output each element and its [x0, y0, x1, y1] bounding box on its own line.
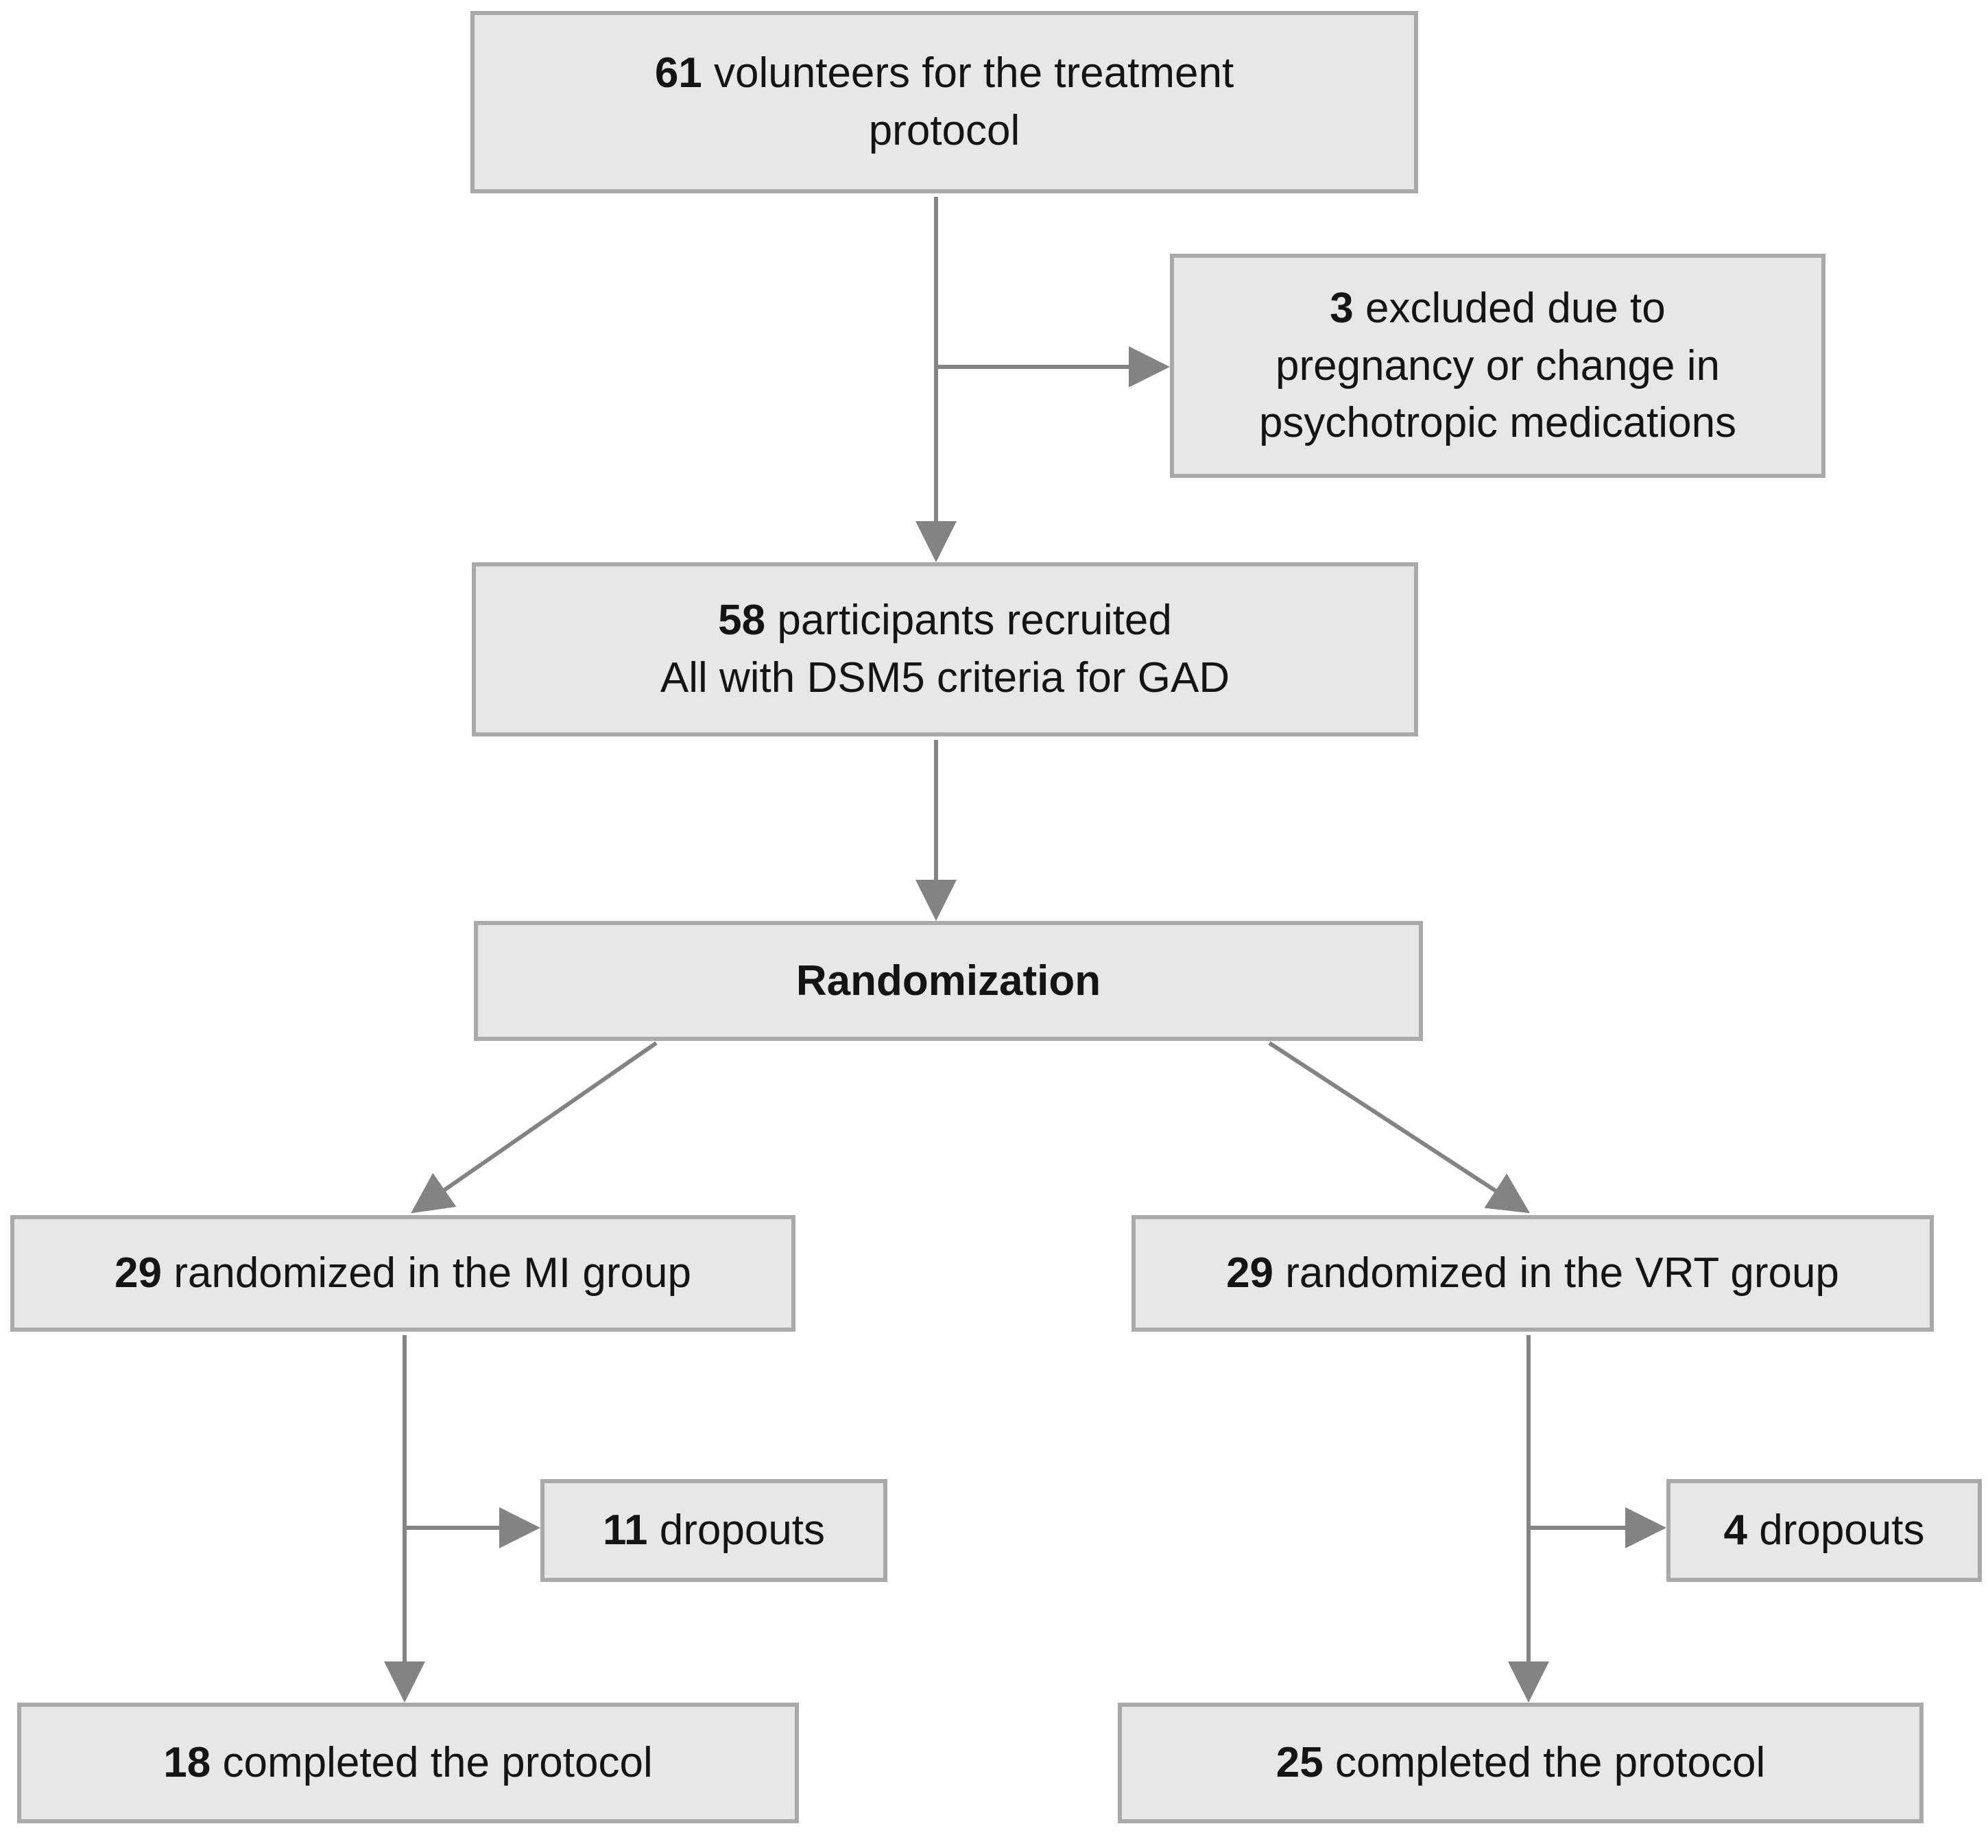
box-excluded: 3 excluded due to pregnancy or change in…: [1170, 254, 1825, 478]
box-recruited: 58 participants recruited All with DSM5 …: [472, 562, 1418, 736]
mi-completed-count: 18: [163, 1739, 211, 1787]
mi-group-count: 29: [115, 1249, 162, 1297]
box-volunteers-line2: protocol: [868, 107, 1020, 154]
box-randomization: Randomization: [474, 921, 1423, 1041]
volunteers-count: 61: [654, 49, 702, 97]
box-vrt-dropouts: 4 dropouts: [1666, 1479, 1982, 1582]
vrt-completed-count: 25: [1276, 1739, 1324, 1787]
randomization-label: Randomization: [795, 957, 1101, 1005]
arrow-randomization-to-mi: [411, 1041, 658, 1214]
volunteers-text: volunteers for the treatment: [702, 49, 1234, 97]
mi-completed-text: completed the protocol: [211, 1739, 653, 1787]
vrt-group-text: randomized in the VRT group: [1273, 1249, 1839, 1297]
mi-group-line: 29 randomized in the MI group: [115, 1245, 691, 1302]
vrt-completed-line: 25 completed the protocol: [1276, 1734, 1765, 1792]
box-mi-dropouts: 11 dropouts: [540, 1479, 887, 1582]
box-vrt-group: 29 randomized in the VRT group: [1131, 1215, 1934, 1332]
arrow-randomization-to-vrt: [1268, 1041, 1531, 1214]
mi-group-text: randomized in the MI group: [161, 1249, 691, 1297]
box-mi-completed: 18 completed the protocol: [17, 1703, 799, 1823]
vrt-completed-text: completed the protocol: [1323, 1739, 1766, 1787]
vrt-dropouts-count: 4: [1723, 1507, 1747, 1555]
box-excluded-line2: pregnancy or change in: [1275, 341, 1720, 389]
mi-dropouts-line: 11 dropouts: [603, 1502, 825, 1559]
excluded-count: 3: [1330, 284, 1354, 332]
vrt-dropouts-text: dropouts: [1747, 1507, 1925, 1555]
recruited-count: 58: [718, 597, 766, 645]
excluded-text: excluded due to: [1353, 284, 1666, 332]
mi-dropouts-count: 11: [602, 1507, 648, 1555]
box-vrt-completed: 25 completed the protocol: [1118, 1703, 1924, 1823]
box-volunteers-line1: 61 volunteers for the treatment: [655, 45, 1234, 102]
vrt-group-line: 29 randomized in the VRT group: [1226, 1245, 1839, 1302]
box-recruited-line2: All with DSM5 criteria for GAD: [660, 654, 1230, 701]
box-mi-group: 29 randomized in the MI group: [10, 1215, 795, 1332]
mi-dropouts-text: dropouts: [647, 1507, 826, 1555]
mi-completed-line: 18 completed the protocol: [163, 1734, 652, 1792]
vrt-group-count: 29: [1226, 1249, 1274, 1297]
vrt-dropouts-line: 4 dropouts: [1724, 1502, 1925, 1559]
box-excluded-line3: psychotropic medications: [1258, 399, 1737, 447]
recruited-text: participants recruited: [765, 597, 1172, 645]
box-excluded-line1: 3 excluded due to: [1330, 280, 1666, 337]
box-recruited-line1: 58 participants recruited: [718, 592, 1172, 649]
box-volunteers: 61 volunteers for the treatment protocol: [470, 11, 1418, 193]
